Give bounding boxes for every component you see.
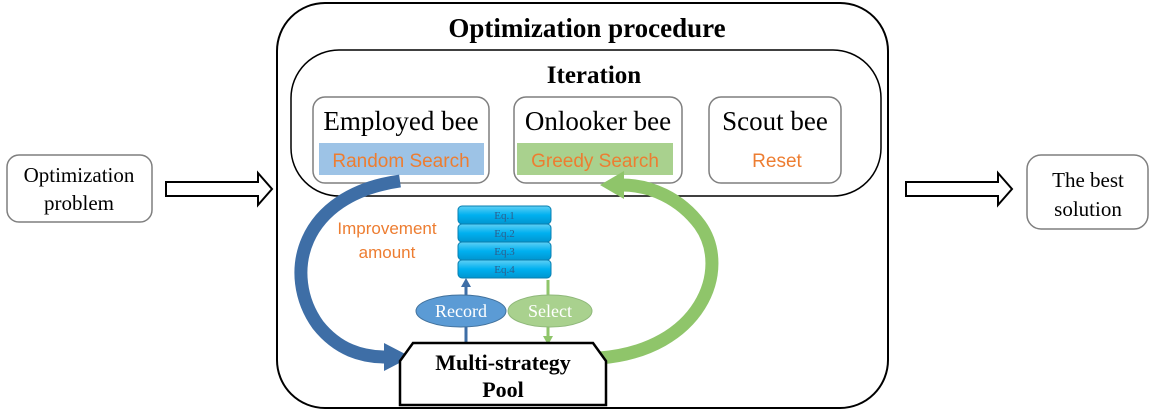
scout-bee-title: Scout bee <box>722 106 828 136</box>
record-label: Record <box>435 301 487 321</box>
select-label: Select <box>528 301 572 321</box>
output-line2: solution <box>1054 197 1122 221</box>
greedy-search-label: Greedy Search <box>531 151 659 172</box>
blue-curved-arrow <box>294 174 411 371</box>
equation-layer-box <box>457 259 552 279</box>
equation-label: Eq.1 <box>494 210 514 222</box>
output-box: The best solution <box>1026 154 1149 230</box>
procedure-box <box>276 2 889 409</box>
input-arrow <box>165 170 274 208</box>
record-up-arrowhead <box>461 278 471 287</box>
equation-stack: Eq.1Eq.2Eq.3Eq.4 <box>457 205 552 279</box>
equation-layer: Eq.2 <box>457 223 552 243</box>
equation-label: Eq.2 <box>494 228 514 240</box>
random-search-highlight <box>319 143 484 175</box>
reset-label: Reset <box>752 151 802 172</box>
scout-bee-card: Scout bee Reset <box>708 96 842 184</box>
multi-strategy-pool: Multi-strategy Pool <box>398 341 608 407</box>
onlooker-bee-title: Onlooker bee <box>525 106 671 136</box>
greedy-search-highlight <box>517 143 673 175</box>
record-badge: Record <box>415 294 507 328</box>
pool-line1: Multi-strategy <box>435 350 571 375</box>
output-arrow <box>905 170 1014 208</box>
select-badge: Select <box>507 294 593 328</box>
output-line1: The best <box>1052 168 1124 192</box>
iteration-box <box>290 49 882 197</box>
select-down-arrowhead <box>543 336 553 345</box>
green-curved-arrow <box>599 171 719 365</box>
input-line1: Optimization <box>24 163 135 187</box>
improvement-line1: Improvement <box>337 219 436 238</box>
equation-label: Eq.3 <box>494 246 515 258</box>
onlooker-bee-card: Onlooker bee Greedy Search <box>513 96 683 184</box>
procedure-title: Optimization procedure <box>448 13 725 43</box>
input-box: Optimization problem <box>6 154 153 223</box>
employed-bee-card: Employed bee Random Search <box>312 96 490 184</box>
input-line2: problem <box>44 191 114 215</box>
random-search-label: Random Search <box>332 151 469 172</box>
equation-layer: Eq.4 <box>457 259 552 279</box>
pool-line2: Pool <box>482 377 524 402</box>
iteration-title: Iteration <box>547 62 642 89</box>
equation-layer: Eq.1 <box>457 205 552 225</box>
equation-label: Eq.4 <box>494 264 515 276</box>
equation-layer: Eq.3 <box>457 241 552 261</box>
improvement-line2: amount <box>359 243 416 262</box>
employed-bee-title: Employed bee <box>323 106 478 136</box>
